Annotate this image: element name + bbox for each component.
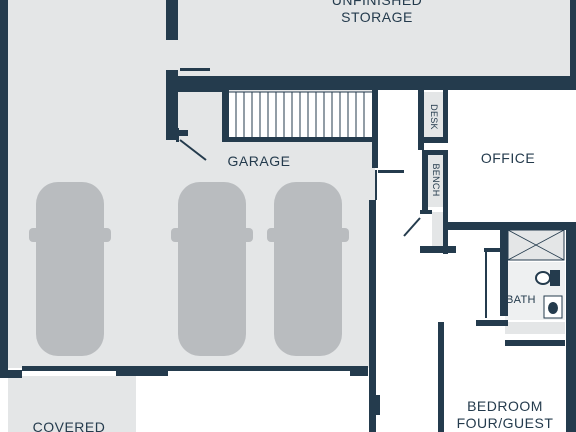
room-label-bath: BATH [506, 294, 536, 306]
sink-bowl [548, 302, 558, 314]
door-swings [179, 139, 487, 430]
vanity [505, 322, 565, 334]
room-label-office: OFFICE [480, 150, 536, 166]
toilet-bowl [535, 271, 551, 285]
bedroom-line1: BEDROOM [467, 398, 543, 414]
fixture-label-bench: BENCH [431, 163, 441, 197]
storage-line1: UNFINISHED [331, 0, 423, 8]
toilet-tank [550, 270, 560, 286]
room-label-covered: COVERED [32, 419, 106, 432]
bench-lower [432, 212, 444, 247]
bench-counter [428, 155, 444, 207]
car-2 [171, 182, 253, 356]
room-label-storage: UNFINISHED STORAGE [315, 0, 439, 26]
storage-line2: STORAGE [341, 9, 413, 25]
bench-door-swing [403, 217, 421, 237]
fixture-label-desk: DESK [429, 104, 439, 130]
garage-door-swing [179, 139, 207, 161]
desk-counter [424, 92, 444, 137]
room-label-garage: GARAGE [227, 153, 291, 169]
bath-fixtures [535, 270, 563, 319]
room-label-bedroom: BEDROOM FOUR/GUEST [450, 398, 560, 432]
car-3 [267, 182, 349, 356]
shower-diagonal-2 [507, 229, 565, 261]
parked-cars [29, 182, 349, 356]
bedroom-line2: FOUR/GUEST [456, 415, 554, 431]
stairs [227, 91, 375, 139]
car-1 [29, 182, 111, 356]
covered-floor [8, 376, 136, 432]
